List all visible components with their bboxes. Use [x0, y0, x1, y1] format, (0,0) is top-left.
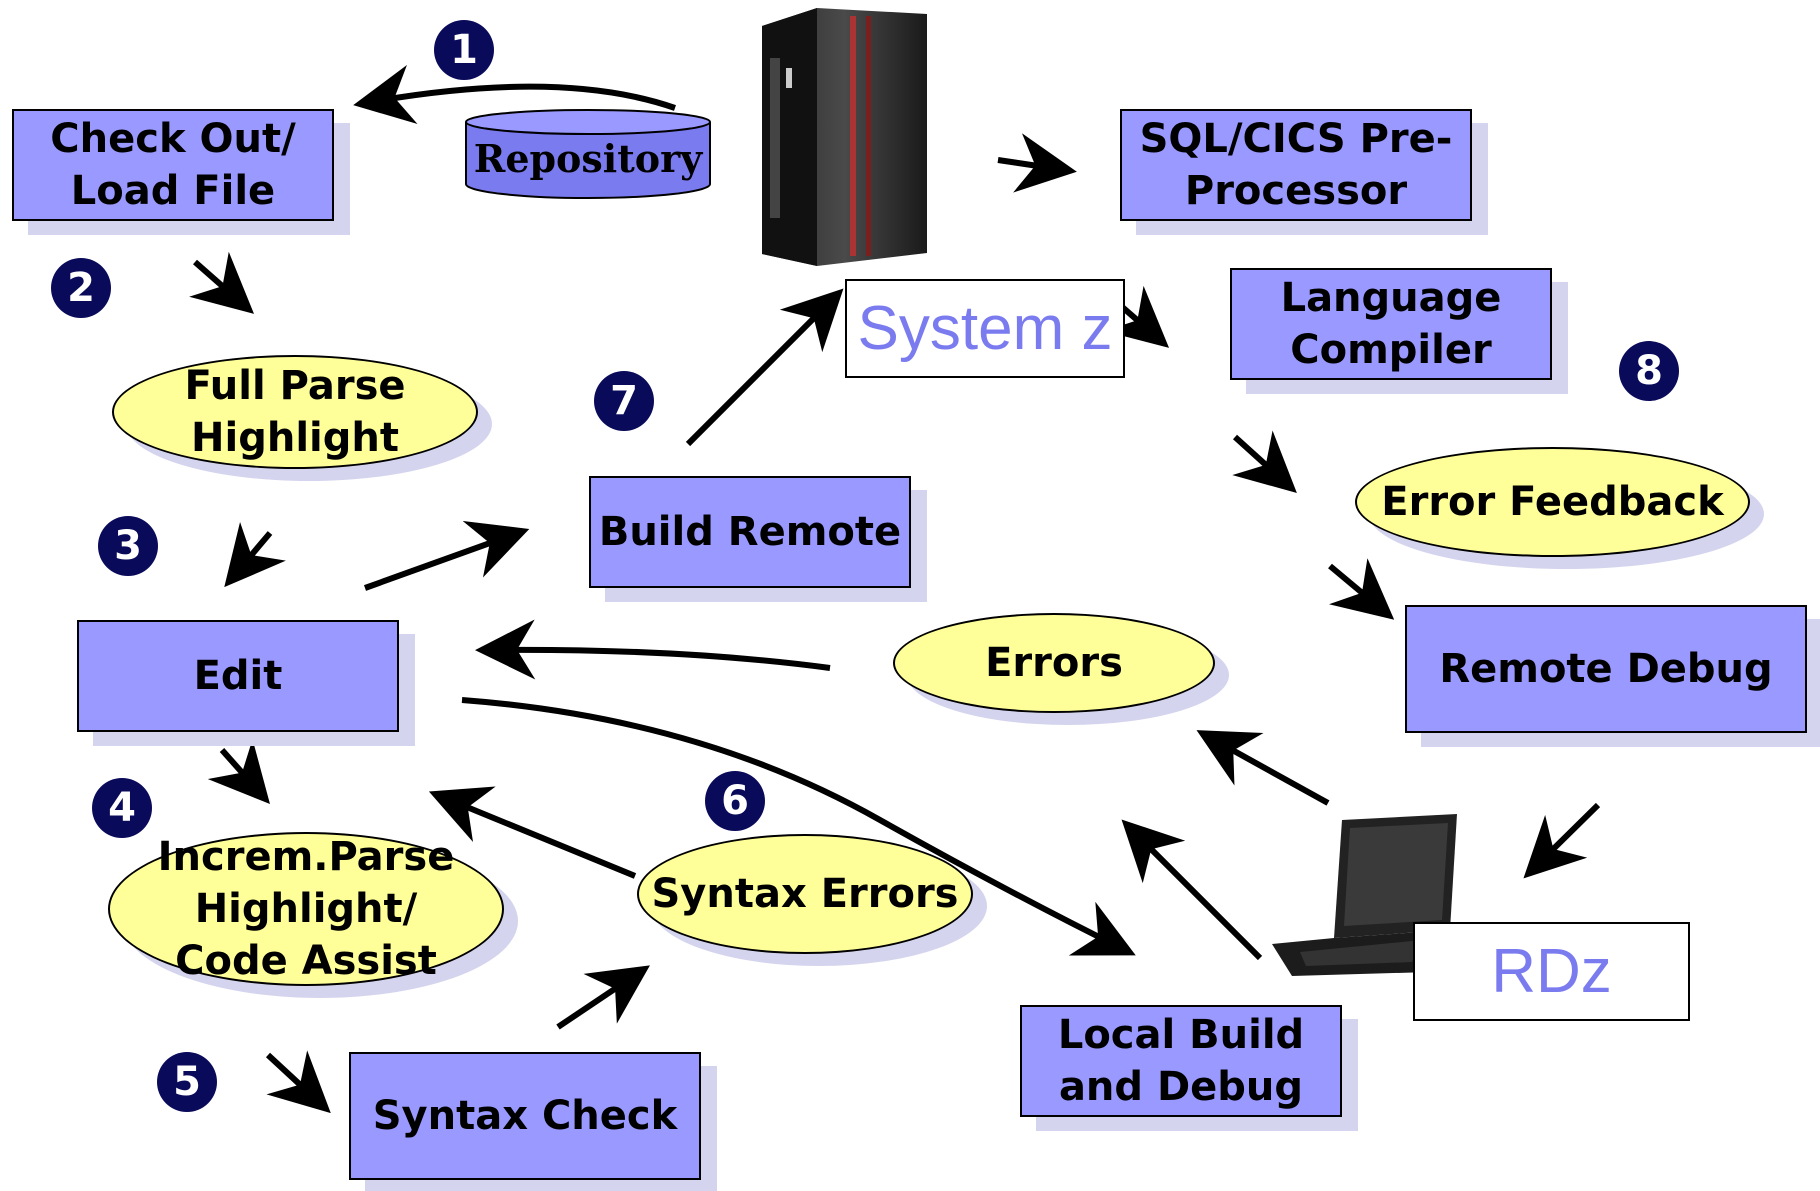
- arrow-edit-to-localbuild: [461, 697, 1136, 956]
- language-compiler-box: Language Compiler: [1230, 268, 1552, 380]
- build-remote-label: Build Remote: [598, 509, 902, 555]
- repository-label: Repository: [473, 136, 703, 181]
- increm-parse-label: Increm.Parse Highlight/ Code Assist: [157, 834, 455, 984]
- arrow-syntaxerrors-to-incremparse: [428, 786, 637, 879]
- laptop-icon: [1272, 812, 1462, 980]
- arrow-repository-to-checkout: [353, 64, 676, 125]
- step-badge-8: 8: [1619, 341, 1679, 401]
- error-feedback-ellipse: Error Feedback: [1355, 447, 1750, 557]
- arrow-edit-to-incremparse: [207, 739, 270, 804]
- language-compiler-label: Language Compiler: [1280, 275, 1502, 373]
- arrow-laptop-to-remotedebug: [1523, 802, 1601, 879]
- local-build-debug-box: Local Build and Debug: [1020, 1005, 1342, 1117]
- repository-cylinder: Repository: [464, 108, 712, 200]
- arrow-buildremote-to-systemz: [685, 288, 844, 447]
- arrow-compiler-to-feedback: [1232, 430, 1297, 494]
- rdz-label: RDz: [1491, 937, 1612, 1006]
- arrow-checkout-to-fullparse: [189, 251, 255, 314]
- syntax-errors-label: Syntax Errors: [651, 871, 959, 917]
- errors-ellipse: Errors: [893, 613, 1215, 713]
- check-out-load-file-box: Check Out/ Load File: [12, 109, 334, 221]
- arrow-feedback-to-debug: [1328, 558, 1395, 620]
- arrow-num5-to-syntaxcheck: [265, 1050, 331, 1114]
- step-badge-2: 2: [51, 258, 111, 318]
- step-badge-3: 3: [98, 516, 158, 576]
- increm-parse-ellipse: Increm.Parse Highlight/ Code Assist: [108, 832, 504, 986]
- syntax-check-box: Syntax Check: [349, 1052, 701, 1180]
- check-out-load-file-label: Check Out/ Load File: [50, 116, 296, 214]
- rdz-label-box: RDz: [1413, 922, 1690, 1021]
- syntax-errors-ellipse: Syntax Errors: [637, 834, 973, 954]
- arrow-laptop-to-localbuild: [1121, 819, 1263, 961]
- arrow-errors-to-edit: [475, 619, 831, 680]
- full-parse-highlight-label: Full Parse Highlight: [184, 363, 406, 461]
- step-badge-7: 7: [594, 371, 654, 431]
- remote-debug-box: Remote Debug: [1405, 605, 1807, 733]
- system-z-label: System z: [857, 294, 1113, 363]
- step-badge-1: 1: [434, 20, 494, 80]
- arrow-fullparse-to-edit: [224, 521, 286, 588]
- arrow-edit-to-buildremote: [363, 521, 530, 591]
- edit-label: Edit: [193, 653, 283, 699]
- sql-cics-preprocessor-label: SQL/CICS Pre- Processor: [1139, 116, 1453, 214]
- error-feedback-label: Error Feedback: [1381, 479, 1724, 525]
- errors-label: Errors: [985, 640, 1123, 686]
- arrow-laptop-to-errors: [1196, 730, 1330, 806]
- full-parse-highlight-ellipse: Full Parse Highlight: [112, 355, 478, 469]
- server-icon: [762, 8, 927, 266]
- step-badge-6: 6: [705, 771, 765, 831]
- build-remote-box: Build Remote: [589, 476, 911, 588]
- remote-debug-label: Remote Debug: [1439, 646, 1773, 692]
- arrow-mainframe-to-sqlcics: [997, 133, 1077, 193]
- local-build-debug-label: Local Build and Debug: [1057, 1012, 1305, 1110]
- sql-cics-preprocessor-box: SQL/CICS Pre- Processor: [1120, 109, 1472, 221]
- system-z-label-box: System z: [845, 279, 1125, 378]
- step-badge-5: 5: [157, 1052, 217, 1112]
- step-badge-4: 4: [92, 778, 152, 838]
- arrow-syntaxcheck-to-syntaxerrors: [556, 965, 650, 1030]
- edit-box: Edit: [77, 620, 399, 732]
- syntax-check-label: Syntax Check: [372, 1093, 678, 1139]
